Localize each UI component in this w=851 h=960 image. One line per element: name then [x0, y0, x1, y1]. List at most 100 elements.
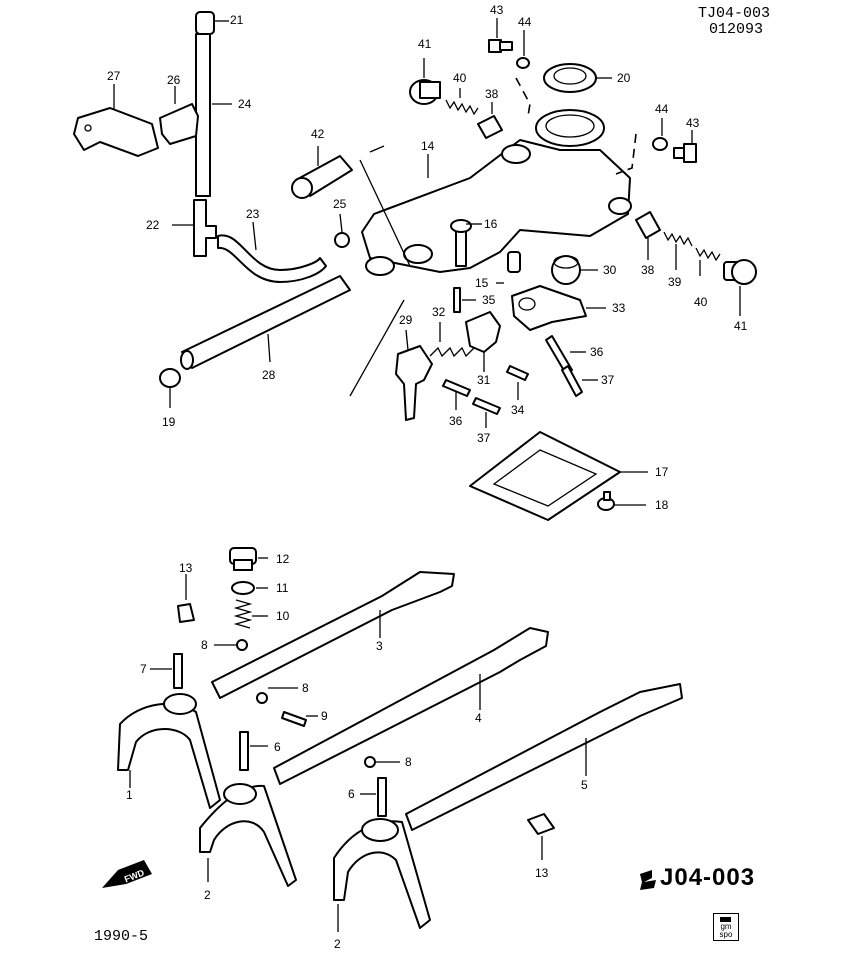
part-6-pin-lower: [360, 777, 387, 817]
callout-15: 15: [475, 276, 489, 290]
part-2-fork-left: [199, 783, 297, 887]
callout-41-top: 41: [418, 37, 432, 51]
part-21-cap: [195, 11, 229, 35]
part-18-screw: [597, 491, 646, 511]
part-11-washer: [231, 581, 268, 595]
suzuki-logo-icon: [640, 870, 656, 890]
callout-38-right: 38: [641, 263, 655, 277]
callout-7: 7: [140, 662, 147, 676]
callout-20: 20: [617, 71, 631, 85]
part-20-seal: [543, 63, 612, 93]
callout-38-top: 38: [485, 87, 499, 101]
part-10-spring: [233, 599, 268, 629]
callout-8-top: 8: [201, 638, 208, 652]
part-35-pin: [453, 287, 476, 313]
callout-35: 35: [482, 293, 496, 307]
callout-33: 33: [612, 301, 626, 315]
part-6-pin-top: [239, 731, 268, 771]
callout-39: 39: [668, 275, 682, 289]
part-19-ring: [159, 368, 181, 408]
part-13-plug-lower: [527, 813, 555, 860]
callout-16: 16: [484, 217, 498, 231]
callout-4: 4: [475, 711, 482, 725]
callout-23: 23: [246, 207, 260, 221]
diagram-id: TJ04-003: [698, 5, 771, 22]
callout-6-lower: 6: [348, 787, 355, 801]
callout-25: 25: [333, 197, 347, 211]
part-30-bushing: [551, 255, 598, 285]
callout-11: 11: [276, 581, 289, 595]
callout-13-left: 13: [179, 561, 193, 575]
fwd-arrow-icon: [102, 860, 152, 888]
part-29-select-shaft: [395, 329, 433, 421]
callout-18: 18: [655, 498, 669, 512]
callout-37-right: 37: [601, 373, 615, 387]
callout-44-right: 44: [655, 102, 669, 116]
part-13-plug-left: [177, 574, 195, 623]
callout-34: 34: [511, 403, 525, 417]
callout-13-lower: 13: [535, 866, 549, 880]
part-27-bracket: [73, 84, 159, 157]
part-43-bolt-top: [488, 18, 513, 53]
part-4-fork-shaft: [273, 627, 549, 785]
callout-26: 26: [167, 73, 181, 87]
callout-9: 9: [321, 709, 328, 723]
callout-1: 1: [126, 788, 133, 802]
part-32-spring: [429, 322, 475, 358]
part-40-spring-top: [445, 88, 479, 116]
part-14-shift-case: [361, 109, 632, 276]
part-40-spring-right: [695, 247, 721, 276]
callout-8-lower: 8: [405, 755, 412, 769]
part-33-shifter: [511, 285, 606, 331]
part-24-breather-tube: [195, 33, 232, 197]
part-17-gasket: [469, 431, 648, 521]
callout-32: 32: [432, 305, 446, 319]
callout-43-right: 43: [686, 116, 700, 130]
callout-29: 29: [399, 313, 413, 327]
callout-3: 3: [376, 639, 383, 653]
callout-17: 17: [655, 465, 669, 479]
part-44-washer-top: [516, 30, 530, 69]
section-code: J04-003: [660, 864, 756, 891]
part-36-pin-lower: [442, 379, 471, 410]
callout-14: 14: [421, 139, 435, 153]
part-25-clip: [334, 213, 350, 248]
callout-12: 12: [276, 552, 290, 566]
callout-22: 22: [146, 218, 160, 232]
gm-spo-badge: gm spo: [713, 913, 739, 941]
part-26-clamp: [159, 86, 199, 145]
callout-5: 5: [581, 778, 588, 792]
callout-21: 21: [230, 13, 244, 27]
callout-36-right: 36: [590, 345, 604, 359]
part-37-pin-right: [561, 365, 598, 397]
callout-8-middle: 8: [302, 681, 309, 695]
part-8-ball-lower: [364, 756, 400, 768]
part-34-pin: [506, 365, 529, 400]
part-37-pin-lower: [472, 397, 501, 428]
part-36-pin-right: [545, 335, 586, 375]
part-44-washer-right: [652, 118, 668, 151]
part-15-pin: [496, 251, 521, 284]
callout-19: 19: [162, 415, 176, 429]
part-31-arm: [465, 311, 501, 372]
callout-36-lower: 36: [449, 414, 463, 428]
callout-44-top: 44: [518, 15, 532, 29]
callout-43-top: 43: [490, 3, 504, 17]
part-7-pin: [150, 653, 183, 689]
part-28-shift-shaft: [180, 275, 351, 370]
part-39-spring: [663, 231, 693, 270]
part-22-union: [172, 199, 217, 257]
callout-2-right: 2: [334, 937, 341, 951]
callout-40-right: 40: [694, 295, 708, 309]
callout-42: 42: [311, 127, 325, 141]
callout-40-top: 40: [453, 71, 467, 85]
callout-6-top: 6: [274, 740, 281, 754]
part-8-ball-top: [214, 639, 248, 651]
part-12-plug: [229, 547, 268, 571]
callout-37-lower: 37: [477, 431, 491, 445]
callout-41-right: 41: [734, 319, 748, 333]
guide-lines-upper: [349, 77, 637, 397]
diagram-sub-code: 012093: [709, 21, 764, 38]
part-42-plug: [291, 146, 353, 199]
